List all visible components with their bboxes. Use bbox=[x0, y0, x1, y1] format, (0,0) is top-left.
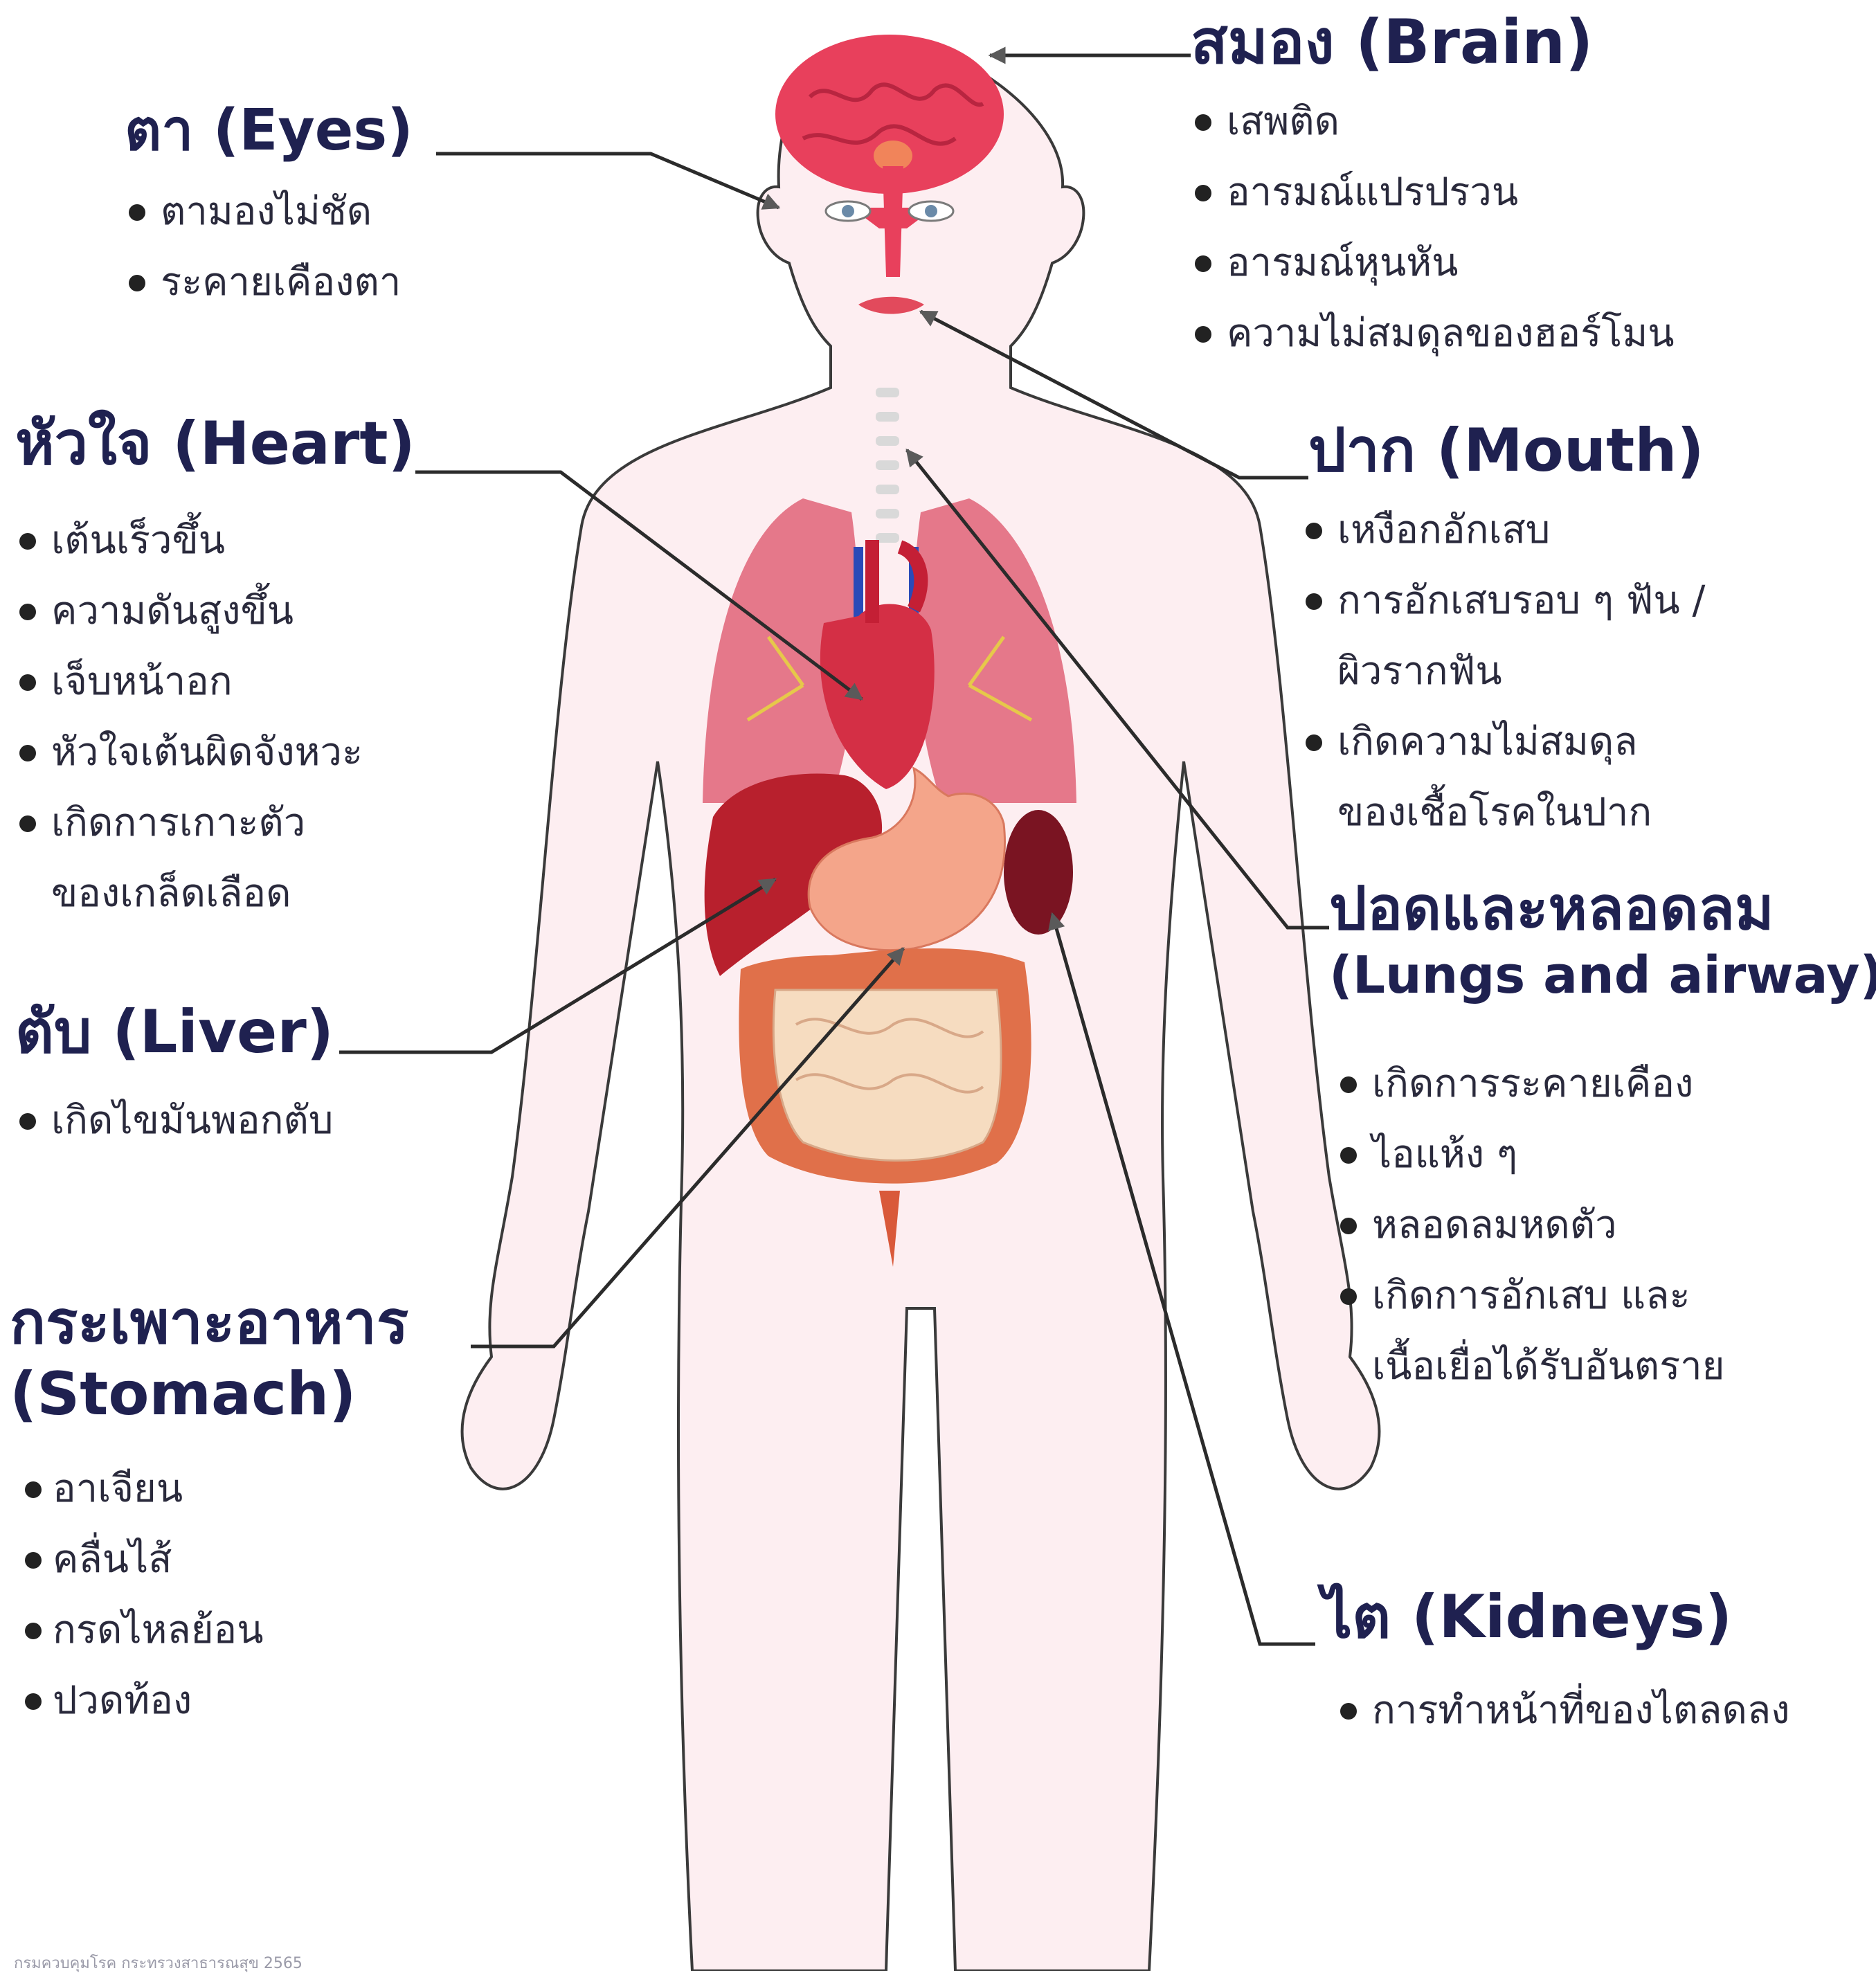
liver-effects-list: เกิดไขมันพอกตับ bbox=[15, 1085, 333, 1156]
list-item: ความไม่สมดุลของฮอร์โมน bbox=[1191, 298, 1675, 369]
list-item: ระคายเคืองตา bbox=[125, 247, 401, 318]
lungs-title-english: (Lungs and airway) bbox=[1329, 945, 1876, 1007]
list-item: เหงือกอักเสบ bbox=[1301, 495, 1705, 566]
mouth-title: ปาก (Mouth) bbox=[1308, 415, 1704, 487]
mouth-effects-list: เหงือกอักเสบ การอักเสบรอบ ๆ ฟัน / ผิวราก… bbox=[1301, 495, 1705, 848]
list-item: ปวดท้อง bbox=[24, 1666, 263, 1736]
heart-title: หัวใจ (Heart) bbox=[15, 408, 415, 480]
list-item: กรดไหลย้อน bbox=[24, 1595, 263, 1666]
eyes-effects-list: ตามองไม่ชัด ระคายเคืองตา bbox=[125, 177, 401, 318]
kidneys-title: ไต (Kidneys) bbox=[1322, 1582, 1732, 1653]
lungs-title: ปอดและหลอดลม (Lungs and airway) bbox=[1329, 874, 1876, 1007]
list-item: ความดันสูงขึ้น bbox=[15, 576, 363, 647]
kidney-organ bbox=[1004, 810, 1073, 935]
lungs-title-thai: ปอดและหลอดลม bbox=[1329, 874, 1774, 944]
brain-title: สมอง (Brain) bbox=[1191, 6, 1593, 79]
heart-effects-list: เต้นเร็วขึ้น ความดันสูงขึ้น เจ็บหน้าอก ห… bbox=[15, 505, 363, 929]
eyes-title: ตา (Eyes) bbox=[125, 97, 413, 165]
list-item: การทำหน้าที่ของไตลดลง bbox=[1336, 1675, 1789, 1746]
list-item: เกิดการระคายเคือง bbox=[1336, 1049, 1724, 1119]
stomach-title-english: (Stomach) bbox=[10, 1359, 408, 1430]
list-item: หลอดลมหดตัว bbox=[1336, 1190, 1724, 1261]
stomach-title-thai: กระเพาะอาหาร bbox=[10, 1288, 408, 1358]
list-item: อารมณ์หุนหัน bbox=[1191, 228, 1675, 298]
list-item: คลื่นไส้ bbox=[24, 1524, 263, 1595]
list-item: เกิดไขมันพอกตับ bbox=[15, 1085, 333, 1156]
list-item: อารมณ์แปรปรวน bbox=[1191, 157, 1675, 228]
stomach-effects-list: อาเจียน คลื่นไส้ กรดไหลย้อน ปวดท้อง bbox=[24, 1454, 263, 1736]
list-item: เต้นเร็วขึ้น bbox=[15, 505, 363, 576]
list-item: เกิดการอักเสบ และ เนื้อเยื่อได้รับอันตรา… bbox=[1336, 1261, 1724, 1402]
list-item: เกิดการเกาะตัว ของเกล็ดเลือด bbox=[15, 788, 363, 929]
list-item: เจ็บหน้าอก bbox=[15, 647, 363, 717]
list-item: ไอแห้ง ๆ bbox=[1336, 1119, 1724, 1190]
list-item: หัวใจเต้นผิดจังหวะ bbox=[15, 717, 363, 788]
list-item: เสพติด bbox=[1191, 87, 1675, 157]
footer-source-note: กรมควบคุมโรค กระทรวงสาธารณสุข 2565 bbox=[14, 1951, 303, 1975]
kidneys-effects-list: การทำหน้าที่ของไตลดลง bbox=[1336, 1675, 1789, 1746]
eyes-leader-line bbox=[436, 154, 779, 208]
liver-title: ตับ (Liver) bbox=[15, 997, 334, 1068]
stomach-title: กระเพาะอาหาร (Stomach) bbox=[10, 1288, 408, 1430]
list-item: อาเจียน bbox=[24, 1454, 263, 1524]
lungs-effects-list: เกิดการระคายเคือง ไอแห้ง ๆ หลอดลมหดตัว เ… bbox=[1336, 1049, 1724, 1402]
brain-effects-list: เสพติด อารมณ์แปรปรวน อารมณ์หุนหัน ความไม… bbox=[1191, 87, 1675, 369]
list-item: การอักเสบรอบ ๆ ฟัน / ผิวรากฟัน bbox=[1301, 566, 1705, 707]
list-item: ตามองไม่ชัด bbox=[125, 177, 401, 247]
list-item: เกิดความไม่สมดุล ของเชื้อโรคในปาก bbox=[1301, 707, 1705, 848]
